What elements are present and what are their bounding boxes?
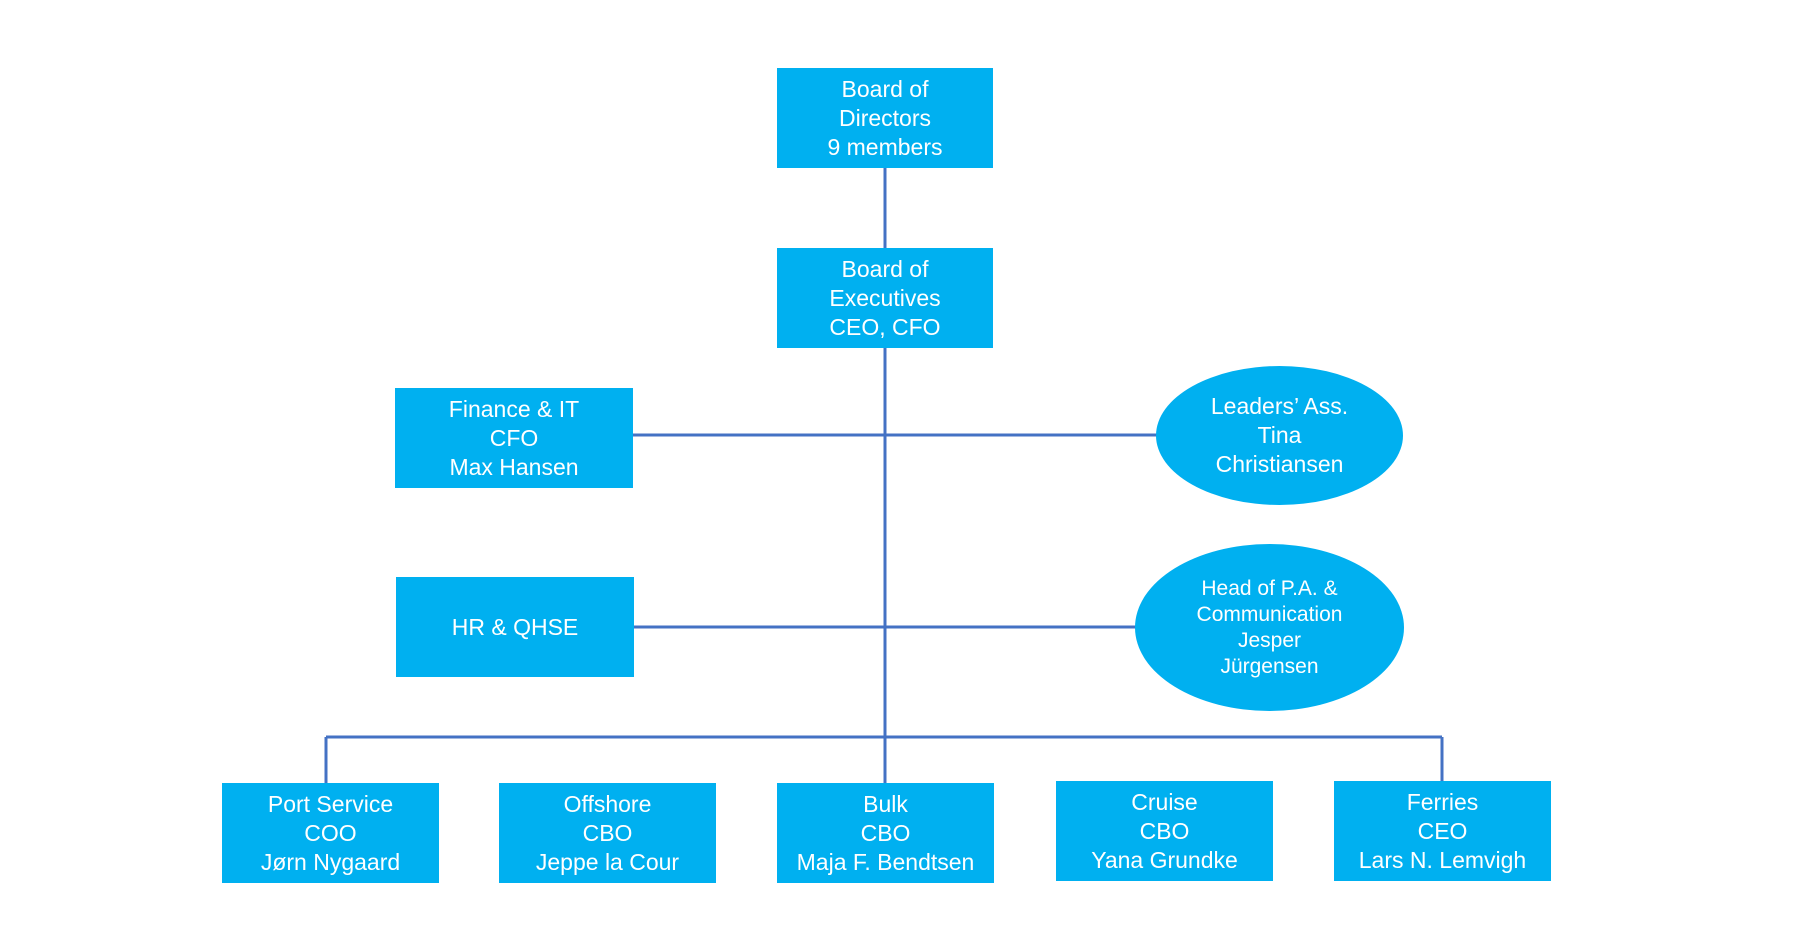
board-of-executives-box: Board of Executives CEO, CFO — [777, 248, 993, 348]
port-service-line-1: Port Service — [267, 790, 394, 817]
ferries-line-3: Lars N. Lemvigh — [1358, 846, 1527, 873]
port-service-box: Port Service COO Jørn Nygaard — [222, 783, 439, 883]
hr-qhse-box: HR & QHSE — [396, 577, 634, 677]
bulk-line-2: CBO — [860, 819, 911, 846]
hr-qhse-line-1: HR & QHSE — [451, 613, 579, 640]
cruise-line-1: Cruise — [1131, 788, 1198, 815]
finance-it-line-1: Finance & IT — [448, 395, 580, 422]
finance-it-box: Finance & IT CFO Max Hansen — [395, 388, 633, 488]
bulk-line-3: Maja F. Bendtsen — [796, 848, 975, 875]
head-of-pa-ellipse: Head of P.A. & Communication Jesper Jürg… — [1135, 544, 1404, 711]
board-of-executives-line-2: Executives — [829, 284, 941, 311]
bulk-line-1: Bulk — [863, 790, 908, 817]
finance-it-line-3: Max Hansen — [449, 453, 579, 480]
ferries-box: Ferries CEO Lars N. Lemvigh — [1334, 781, 1551, 881]
offshore-line-3: Jeppe la Cour — [535, 848, 680, 875]
port-service-line-3: Jørn Nygaard — [260, 848, 401, 875]
cruise-line-2: CBO — [1139, 817, 1190, 844]
ferries-line-1: Ferries — [1406, 788, 1479, 815]
offshore-line-1: Offshore — [563, 790, 652, 817]
board-of-directors-box: Board of Directors 9 members — [777, 68, 993, 168]
port-service-line-2: COO — [304, 819, 357, 846]
board-of-directors-line-1: Board of — [841, 75, 929, 102]
offshore-line-2: CBO — [582, 819, 633, 846]
head-of-pa-line-3: Jesper — [1237, 628, 1302, 652]
head-of-pa-line-4: Jürgensen — [1220, 654, 1319, 678]
offshore-box: Offshore CBO Jeppe la Cour — [499, 783, 716, 883]
cruise-box: Cruise CBO Yana Grundke — [1056, 781, 1273, 881]
head-of-pa-line-2: Communication — [1196, 602, 1343, 626]
bulk-box: Bulk CBO Maja F. Bendtsen — [777, 783, 994, 883]
cruise-line-3: Yana Grundke — [1091, 846, 1238, 873]
board-of-executives-line-1: Board of — [841, 255, 929, 282]
board-of-executives-line-3: CEO, CFO — [829, 313, 941, 340]
ferries-line-2: CEO — [1417, 817, 1468, 844]
leaders-assistant-line-3: Christiansen — [1215, 451, 1344, 477]
leaders-assistant-ellipse: Leaders’ Ass. Tina Christiansen — [1156, 366, 1403, 505]
board-of-directors-line-2: Directors — [838, 104, 931, 131]
leaders-assistant-line-1: Leaders’ Ass. — [1210, 393, 1349, 419]
finance-it-line-2: CFO — [489, 424, 539, 451]
head-of-pa-line-1: Head of P.A. & — [1201, 576, 1338, 600]
leaders-assistant-line-2: Tina — [1257, 422, 1302, 448]
board-of-directors-line-3: 9 members — [827, 133, 943, 160]
